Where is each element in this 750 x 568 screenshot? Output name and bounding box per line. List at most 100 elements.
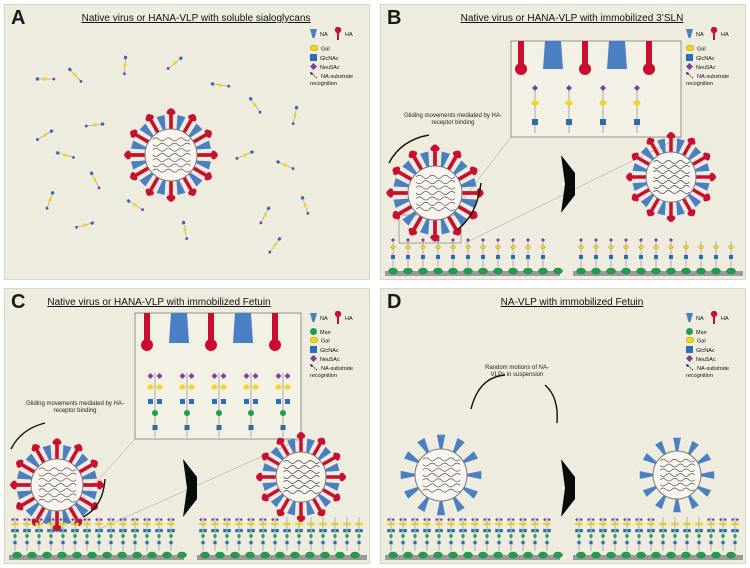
na-icon [686, 313, 693, 324]
ha-head [705, 193, 710, 199]
neu5ac-residue [291, 121, 295, 126]
glcnac-residue [719, 529, 723, 533]
legend-glcnac: GlcNAc [320, 347, 339, 354]
ha-head [166, 195, 172, 200]
surface [573, 551, 743, 560]
glcnac-residue [609, 255, 613, 259]
gal-residue [427, 522, 431, 526]
glcnac-residue [435, 529, 439, 533]
gal-residue [633, 100, 641, 106]
man-residue [13, 534, 17, 538]
neu5ac-residue [627, 518, 631, 522]
ha-head [687, 211, 693, 216]
glcnac-residue [253, 399, 258, 404]
gal-residue [251, 522, 255, 526]
neu5ac-residue [135, 518, 139, 522]
neu5ac-residue [579, 238, 583, 242]
gal-residue [23, 522, 27, 526]
glcnac-residue [323, 529, 327, 533]
man-residue [449, 534, 453, 538]
fetuin-glycan [543, 517, 551, 551]
ha-spike [299, 436, 303, 452]
neu5ac-residue [111, 518, 115, 522]
neu5ac-residue [97, 186, 101, 190]
ha-head [206, 133, 212, 138]
rna-strand [152, 168, 191, 173]
gal-residue [73, 73, 77, 77]
glcnac-residue [181, 220, 186, 225]
soluble-sialoglycan [268, 236, 282, 254]
gal-residue [218, 83, 222, 87]
glcnac-residue [575, 529, 579, 533]
sialyllactosamine [480, 238, 486, 267]
rna-strand [38, 472, 77, 477]
glcnac-residue [731, 529, 735, 533]
ha-head [670, 215, 676, 221]
legend-ha: HA [721, 31, 729, 38]
fetuin-glycan [411, 517, 419, 551]
fetuin-glycan [235, 517, 243, 551]
ha-spike [462, 191, 479, 195]
neu5ac-residue [123, 518, 127, 522]
glcnac-residue [85, 541, 89, 545]
ha-spike [68, 447, 80, 464]
ha-spike [396, 204, 413, 217]
neu5ac-residue [271, 518, 275, 522]
glcnac-residue [184, 425, 190, 430]
neu5ac-residue [51, 518, 55, 522]
gal-residue [293, 113, 297, 117]
neu5ac-residue [143, 518, 147, 522]
legend-neu5ac: Neu5Ac [320, 64, 340, 71]
glcnac-residue [729, 255, 733, 259]
glcnac-residue [684, 255, 688, 259]
gal-residue [578, 245, 584, 249]
anchor-protein [12, 551, 22, 559]
panel-d-illustration [385, 374, 743, 560]
legend-gal: Gal [321, 46, 330, 53]
virus-particle [626, 132, 716, 222]
glcnac-residue [271, 529, 275, 533]
glcnac-residue [545, 541, 549, 545]
gal-residue [519, 522, 523, 526]
ha-spike [299, 502, 303, 518]
ha-head [300, 433, 306, 439]
ha-spike [279, 441, 291, 457]
panel-c: C Native virus or HANA-VLP with immobili… [4, 288, 370, 564]
neu5ac-residue [541, 238, 545, 242]
ha-head [188, 190, 193, 196]
glcnac-residue [35, 529, 39, 533]
na-spike [81, 470, 98, 480]
ha-head [333, 452, 338, 458]
slide-surface [9, 555, 184, 560]
glcnac-residue [663, 529, 667, 533]
ha-spike [649, 141, 661, 157]
ha-head [670, 133, 676, 139]
na-spike [460, 198, 477, 209]
glcnac-residue [244, 399, 249, 404]
na-spike [417, 438, 430, 454]
soluble-sialoglycan [126, 198, 144, 212]
glcnac-residue [615, 529, 619, 533]
man-residue [121, 534, 125, 538]
soluble-sialoglycan [89, 170, 101, 190]
legend-recognition: NA-substrate recognition [686, 365, 730, 379]
glcnac-residue [99, 529, 103, 533]
ha-head [211, 154, 216, 160]
neu5ac-residue [611, 518, 615, 522]
glcnac-residue [263, 529, 267, 533]
rna-strand [653, 190, 690, 194]
glcnac-residue [463, 529, 467, 533]
neu5ac-residue [623, 518, 627, 522]
man-icon [310, 328, 317, 337]
surface [197, 551, 367, 560]
glcnac-residue [49, 541, 53, 545]
ha-head [627, 172, 633, 178]
glcnac-residue [566, 119, 572, 125]
fetuin-glycan [35, 517, 43, 551]
gal-residue [83, 522, 87, 526]
gal-residue [239, 522, 243, 526]
na-spike [673, 499, 681, 513]
neu5ac-residue [166, 67, 170, 70]
man-residue [673, 534, 677, 538]
gal-residue [399, 522, 403, 526]
